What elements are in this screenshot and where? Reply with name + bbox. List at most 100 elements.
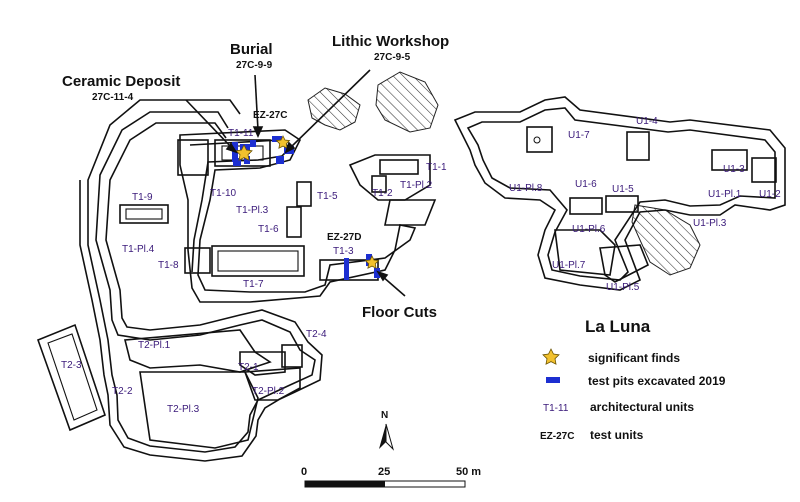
outer-platform-wall-inner [79, 122, 323, 462]
unit-label: T1-5 [317, 191, 338, 202]
lithic-workshop-label: Lithic Workshop [332, 33, 449, 50]
t1-2-structure [371, 175, 387, 193]
unit-label: U1-Pl.6 [572, 224, 606, 235]
scale-bar: 0 25 50 m [301, 466, 481, 488]
t1-ramp [384, 199, 437, 226]
test-pit [276, 156, 284, 164]
unit-label: U1-Pl.7 [552, 260, 586, 271]
unit-label: T2-Pl.3 [167, 404, 200, 415]
t1-11-structure [214, 139, 271, 167]
unit-label: T2-1 [238, 362, 259, 373]
unit-label: T2-Pl.2 [252, 386, 285, 397]
test-pit [272, 136, 282, 142]
t1-7-structure [211, 245, 305, 277]
north-arrow: N [379, 410, 394, 451]
u1-7-structure [526, 126, 553, 153]
t1-1-structure [379, 159, 419, 175]
north-label: N [381, 410, 388, 421]
ceramic-deposit-code: 27C-11-4 [92, 92, 134, 103]
outer-platform-wall [87, 99, 316, 453]
burial-code: 27C-9-9 [236, 60, 273, 71]
find-star-icon [275, 135, 291, 149]
find-star-icon [235, 144, 253, 161]
feature-labels: Burial 27C-9-9 Lithic Workshop 27C-9-5 C… [62, 33, 449, 321]
t1-6-structure [286, 206, 302, 238]
unit-label: T1-7 [243, 279, 264, 290]
unit-label: T1-Pl.3 [236, 205, 269, 216]
test-pit [374, 268, 380, 278]
unit-label: T1-9 [132, 192, 153, 203]
u1-2-structure [751, 157, 777, 183]
lithic-workshop-code: 27C-9-5 [374, 52, 411, 63]
test-pit [233, 158, 241, 166]
unit-label: T1-2 [372, 188, 393, 199]
burial-label: Burial [230, 41, 273, 58]
t2-pl2-structure [243, 367, 301, 401]
floor-cuts-label: Floor Cuts [362, 304, 437, 321]
scale-tick-25: 25 [378, 466, 390, 478]
legend-test-pits: test pits excavated 2019 [588, 374, 726, 388]
unit-label: U1-Pl.3 [693, 218, 727, 229]
u1-6-structure [569, 197, 603, 215]
legend-test-pit-icon [546, 377, 560, 383]
unit-label: T1-11 [228, 128, 254, 139]
unit-label: T2-Pl.1 [138, 340, 171, 351]
unit-label: T2-4 [306, 329, 327, 340]
ceramic-deposit-label: Ceramic Deposit [62, 73, 180, 90]
t1-courtyard-wall [179, 129, 417, 303]
u1-complex [453, 96, 786, 291]
unit-labels: T1-11 T1-10 T1-9 T1-Pl.3 T1-5 T1-6 T1-Pl… [61, 116, 781, 415]
test-pit [250, 140, 256, 147]
t2-3-structure [36, 323, 106, 432]
unit-label: T1-Pl.4 [122, 244, 155, 255]
hatched-area-east [631, 204, 701, 276]
callout-arrows [185, 69, 406, 297]
test-unit-ez27d: EZ-27D [327, 232, 361, 243]
unit-label: U1-3 [723, 164, 745, 175]
legend-test-units: test units [590, 428, 644, 442]
find-star-icon [364, 255, 380, 269]
hatched-area-north [375, 71, 439, 133]
unit-label: U1-Pl.1 [708, 189, 742, 200]
u1-3-structure [711, 149, 748, 171]
t2-1-structure [239, 351, 286, 376]
north-arrow-icon [379, 424, 386, 449]
unit-label: T1-Pl.2 [400, 180, 433, 191]
unit-label: T1-6 [258, 224, 279, 235]
t1-7-inner [217, 250, 299, 272]
legend-star-icon [542, 348, 560, 365]
u1-pl5-structure [599, 244, 650, 283]
map-title: La Luna [585, 317, 651, 336]
unit-label: U1-7 [568, 130, 590, 141]
unit-label: U1-Pl.5 [606, 282, 640, 293]
unit-label: T2-3 [61, 360, 82, 371]
unit-label: U1-2 [759, 189, 781, 200]
t1-1-t1-2-structure [348, 154, 431, 201]
u1-7-marker [533, 136, 541, 144]
t1-9-inner [125, 208, 163, 220]
test-unit-ez27c: EZ-27C [253, 110, 287, 121]
u1-inner-wall [466, 107, 776, 281]
unit-label: T1-1 [426, 162, 447, 173]
unit-label: U1-Pl.8 [509, 183, 543, 194]
t2-4-structure [281, 344, 303, 368]
legend-arch-units: architectural units [590, 400, 694, 414]
unit-label: T1-3 [333, 246, 354, 257]
t1-5-structure [296, 181, 312, 207]
significant-finds [235, 135, 380, 269]
test-pit [344, 258, 349, 280]
unit-label: T1-8 [158, 260, 179, 271]
legend: La Luna significant finds test pits exca… [540, 317, 726, 442]
scale-tick-50: 50 m [456, 466, 481, 478]
u1-5-structure [605, 195, 639, 213]
test-pit [244, 156, 250, 164]
legend-test-unit-key: EZ-27C [540, 431, 574, 442]
unit-label: T2-2 [112, 386, 133, 397]
t1-10-structure [177, 139, 209, 176]
unit-label: T1-10 [210, 188, 237, 199]
u1-pl7-structure [554, 229, 616, 276]
legend-arch-unit-key: T1-11 [543, 403, 569, 414]
t1-8-structure [184, 247, 211, 274]
legend-significant-finds: significant finds [588, 351, 680, 365]
